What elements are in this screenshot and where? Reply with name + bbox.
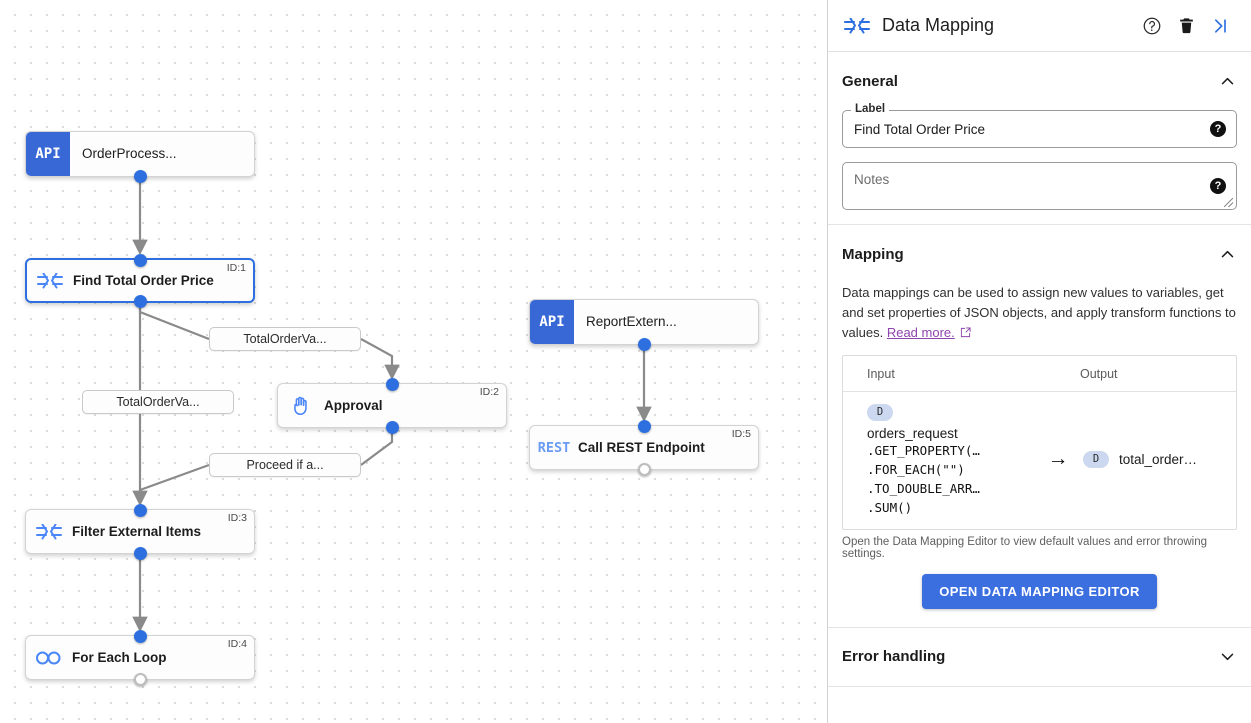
read-more-link[interactable]: Read more. bbox=[886, 325, 955, 340]
chevron-up-icon[interactable] bbox=[1217, 71, 1237, 91]
input-op-2: .TO_DOUBLE_ARR… bbox=[867, 480, 980, 496]
column-header-output: Output bbox=[1080, 366, 1118, 381]
flow-node-label: For Each Loop bbox=[72, 650, 167, 665]
flow-node-approval[interactable]: Approval ID:2 bbox=[277, 377, 507, 434]
section-title: General bbox=[842, 72, 898, 90]
flow-node-id-tag: ID:3 bbox=[227, 512, 247, 524]
api-badge: API bbox=[530, 300, 574, 344]
error-handling-section-header[interactable]: Error handling bbox=[842, 628, 1237, 686]
node-output-port[interactable] bbox=[133, 169, 147, 183]
flow-node-id-tag: ID:2 bbox=[479, 386, 499, 398]
help-circle-icon[interactable] bbox=[1135, 16, 1169, 36]
collapse-panel-icon[interactable] bbox=[1203, 16, 1237, 36]
column-header-input: Input bbox=[867, 366, 895, 381]
flow-node-label: Approval bbox=[324, 398, 383, 413]
output-variable-name: total_order… bbox=[1119, 451, 1198, 467]
input-variable-name: orders_request bbox=[867, 425, 958, 441]
node-input-port[interactable] bbox=[385, 377, 399, 391]
edge-label[interactable]: TotalOrderVa... bbox=[209, 327, 361, 351]
hand-approval-icon bbox=[278, 395, 324, 417]
section-divider bbox=[828, 685, 1251, 687]
general-section: General Label Find Total Order Price ? N… bbox=[828, 52, 1251, 224]
notes-field[interactable]: Notes ? bbox=[842, 162, 1237, 210]
mapping-description: Data mappings can be used to assign new … bbox=[842, 283, 1237, 355]
label-field[interactable]: Label Find Total Order Price ? bbox=[842, 103, 1237, 148]
node-output-port[interactable] bbox=[385, 420, 399, 434]
flow-node-find-total-order-price[interactable]: Find Total Order Price ID:1 bbox=[25, 253, 255, 308]
node-output-port[interactable] bbox=[637, 337, 651, 351]
flow-node-id-tag: ID:1 bbox=[226, 262, 246, 274]
node-input-port[interactable] bbox=[133, 629, 147, 643]
help-icon[interactable]: ? bbox=[1210, 178, 1226, 194]
edge-label-text: TotalOrderVa... bbox=[116, 395, 200, 409]
chevron-down-icon[interactable] bbox=[1217, 647, 1237, 667]
flow-node-label: ReportExtern... bbox=[586, 314, 677, 329]
node-output-port[interactable] bbox=[133, 294, 147, 308]
api-badge: API bbox=[26, 132, 70, 176]
textarea-resize-handle[interactable] bbox=[1224, 198, 1233, 207]
node-input-port[interactable] bbox=[133, 253, 147, 267]
edge-label-text: TotalOrderVa... bbox=[243, 332, 327, 346]
properties-panel: Data Mapping bbox=[828, 0, 1251, 723]
section-title: Mapping bbox=[842, 245, 904, 263]
input-op-3: .SUM() bbox=[867, 499, 913, 515]
general-section-header[interactable]: General bbox=[842, 52, 1237, 110]
mapping-description-text: Data mappings can be used to assign new … bbox=[842, 285, 1236, 340]
mapping-input-cell: D orders_request .GET_PROPERTY(… .FOR_EA… bbox=[843, 402, 1033, 517]
variable-type-badge: D bbox=[1083, 450, 1109, 468]
input-op-0: .GET_PROPERTY(… bbox=[867, 442, 980, 458]
section-title: Error handling bbox=[842, 648, 946, 665]
node-input-port[interactable] bbox=[133, 503, 147, 517]
flow-node-report-external[interactable]: API ReportExtern... bbox=[529, 299, 759, 351]
mapping-table: Input Output D orders_request .GET_PROPE… bbox=[842, 355, 1237, 530]
mapping-output-cell: D total_order… bbox=[1083, 450, 1236, 468]
mapping-arrow-icon: → bbox=[1047, 447, 1069, 471]
variable-type-badge: D bbox=[867, 403, 893, 421]
workflow-edges bbox=[132, 177, 652, 633]
rest-badge: REST bbox=[537, 439, 571, 456]
node-input-port[interactable] bbox=[637, 419, 651, 433]
label-field-legend: Label bbox=[851, 103, 890, 115]
trash-icon[interactable] bbox=[1169, 16, 1203, 35]
node-output-port[interactable] bbox=[133, 672, 147, 686]
mapping-section: Mapping Data mappings can be used to ass… bbox=[828, 225, 1251, 627]
open-data-mapping-editor-button[interactable]: OPEN DATA MAPPING EDITOR bbox=[922, 573, 1157, 609]
loop-infinity-icon bbox=[26, 650, 72, 666]
edge-label-text: Proceed if a... bbox=[246, 458, 324, 472]
flow-node-id-tag: ID:4 bbox=[227, 638, 247, 650]
flow-node-id-tag: ID:5 bbox=[731, 428, 751, 440]
workflow-canvas[interactable]: API OrderProcess... Find Total Order Pri… bbox=[0, 0, 828, 723]
flow-node-order-process[interactable]: API OrderProcess... bbox=[25, 131, 255, 183]
data-mapping-icon bbox=[844, 17, 874, 34]
flow-node-for-each-loop[interactable]: For Each Loop ID:4 bbox=[25, 629, 255, 686]
flow-node-filter-external-items[interactable]: Filter External Items ID:3 bbox=[25, 503, 255, 560]
data-mapping-icon bbox=[26, 523, 72, 540]
section-divider bbox=[828, 224, 1251, 225]
mapping-row[interactable]: D orders_request .GET_PROPERTY(… .FOR_EA… bbox=[843, 392, 1236, 529]
node-output-port[interactable] bbox=[637, 462, 651, 476]
mapping-table-header: Input Output bbox=[843, 356, 1236, 392]
input-op-1: .FOR_EACH("") bbox=[867, 461, 965, 477]
chevron-up-icon[interactable] bbox=[1217, 244, 1237, 264]
node-output-port[interactable] bbox=[133, 546, 147, 560]
flow-node-label: Call REST Endpoint bbox=[578, 440, 705, 455]
error-handling-section: Error handling bbox=[828, 628, 1251, 686]
flow-node-label: Filter External Items bbox=[72, 524, 202, 539]
external-link-icon[interactable] bbox=[960, 327, 971, 338]
page-title: Data Mapping bbox=[882, 15, 995, 35]
panel-header: Data Mapping bbox=[828, 0, 1251, 52]
notes-field-placeholder: Notes bbox=[854, 172, 890, 187]
flow-node-label: OrderProcess... bbox=[82, 146, 177, 161]
data-mapping-icon bbox=[27, 272, 73, 289]
flow-node-call-rest-endpoint[interactable]: REST Call REST Endpoint ID:5 bbox=[529, 419, 759, 476]
mapping-button-row: OPEN DATA MAPPING EDITOR bbox=[842, 572, 1237, 627]
section-divider bbox=[828, 626, 1251, 628]
mapping-section-header[interactable]: Mapping bbox=[842, 225, 1237, 283]
edge-label[interactable]: TotalOrderVa... bbox=[82, 390, 234, 414]
mapping-hint: Open the Data Mapping Editor to view def… bbox=[842, 535, 1208, 560]
label-field-value: Find Total Order Price bbox=[854, 121, 986, 137]
flow-node-label: Find Total Order Price bbox=[73, 273, 214, 288]
edge-label[interactable]: Proceed if a... bbox=[209, 453, 361, 477]
help-icon[interactable]: ? bbox=[1210, 121, 1226, 137]
